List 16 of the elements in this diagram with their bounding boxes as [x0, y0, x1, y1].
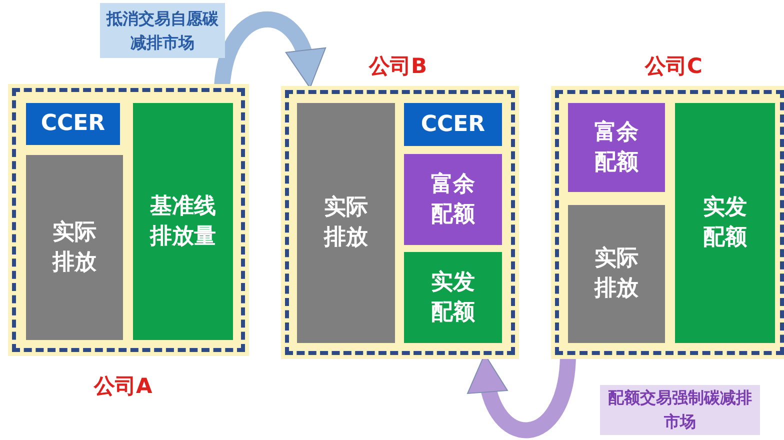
- curved-arrow: [214, 12, 324, 88]
- quota-block: 实发配额: [675, 103, 775, 343]
- quota-block: 基准线排放量: [133, 103, 233, 340]
- quota-block: 实际排放: [26, 155, 123, 340]
- market-label: 抵消交易自愿碳减排市场: [100, 3, 225, 58]
- quota-block: 富余配额: [404, 154, 502, 245]
- quota-block: 实发配额: [404, 252, 502, 343]
- quota-block: 富余配额: [568, 103, 665, 192]
- company-heading: 公司B: [369, 53, 428, 80]
- quota-block: 实际排放: [568, 205, 665, 343]
- company-heading: 公司C: [645, 53, 702, 80]
- quota-block: CCER: [404, 103, 502, 146]
- quota-block: 实际排放: [297, 103, 395, 343]
- quota-block: CCER: [26, 103, 120, 145]
- market-label: 配额交易强制碳减排市场: [600, 385, 760, 435]
- company-heading: 公司A: [94, 373, 152, 400]
